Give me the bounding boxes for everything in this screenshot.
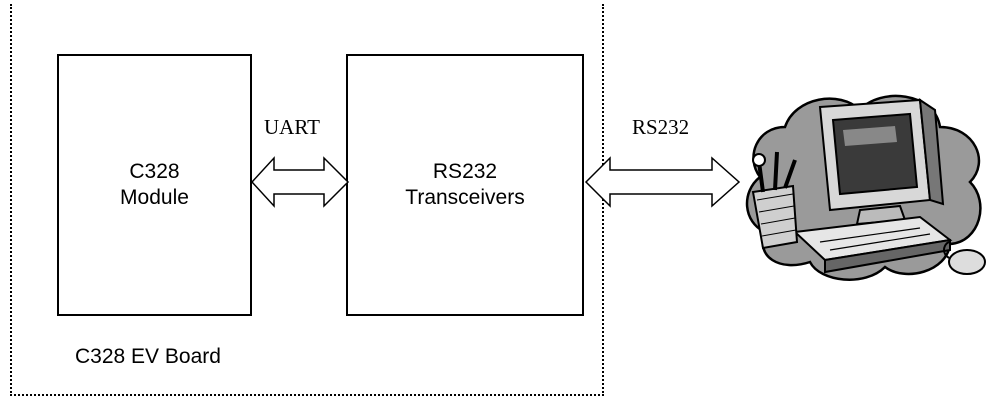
rs232-link-label: RS232 [632, 115, 690, 139]
transceivers-title: RS232 [432, 160, 498, 183]
rs232-double-arrow [584, 156, 741, 208]
rs232-transceivers-block: RS232 Transceivers [346, 54, 584, 316]
uart-double-arrow [250, 156, 350, 208]
board-label: C328 EV Board [75, 345, 221, 368]
c328-module-block: C328 Module [57, 54, 252, 316]
computer-clipart-icon [745, 94, 986, 281]
transceivers-subtitle: Transceivers [405, 186, 525, 209]
module-subtitle: Module [120, 186, 189, 209]
uart-link-label: UART [264, 115, 320, 139]
module-title: C328 [129, 160, 180, 183]
